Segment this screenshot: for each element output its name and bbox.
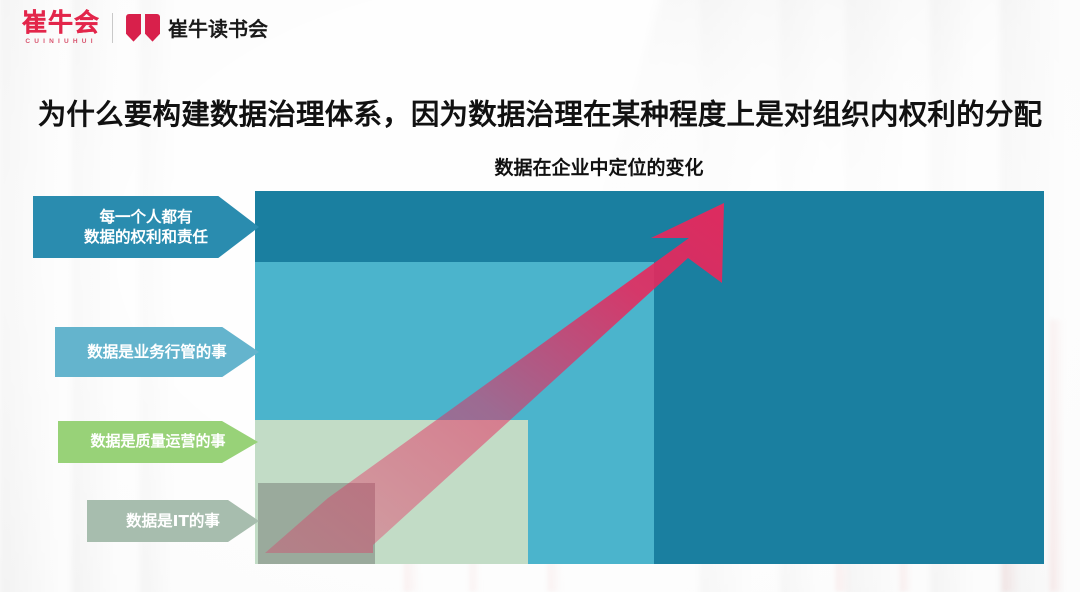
- open-book-icon: [126, 13, 161, 42]
- arrow-label-line1: 数据是质量运营的事: [90, 432, 226, 451]
- arrow-label-line1: 数据是IT的事: [126, 511, 220, 530]
- stage-arrow-it: 数据是IT的事: [87, 500, 259, 542]
- arrow-label-line2: 数据的权利和责任: [83, 228, 208, 246]
- stage-arrow-quality: 数据是质量运营的事: [58, 421, 258, 463]
- page-title: 为什么要构建数据治理体系，因为数据治理在某种程度上是对组织内权利的分配: [37, 98, 1043, 131]
- stage-arrow-everyone: 每一个人都有 数据的权利和责任: [33, 196, 259, 258]
- page-subtitle: 数据在企业中定位的变化: [494, 157, 704, 179]
- arrow-label-line1: 每一个人都有: [99, 207, 193, 226]
- logo-subbrand-cn: 崔牛读书会: [168, 17, 269, 42]
- logo-primary: 崔牛会 CUINIUHUI: [22, 8, 101, 46]
- logo-secondary: 崔牛读书会: [126, 13, 268, 42]
- brand-logo: 崔牛会 CUINIUHUI 崔牛读书会: [22, 8, 268, 46]
- logo-brand-cn: 崔牛会: [22, 8, 101, 37]
- logo-divider: [112, 12, 114, 43]
- stage-arrow-business: 数据是业务行管的事: [55, 327, 259, 377]
- arrow-label-line1: 数据是业务行管的事: [87, 342, 227, 361]
- logo-brand-en: CUINIUHUI: [25, 38, 97, 46]
- stage-block-level1: [258, 483, 375, 564]
